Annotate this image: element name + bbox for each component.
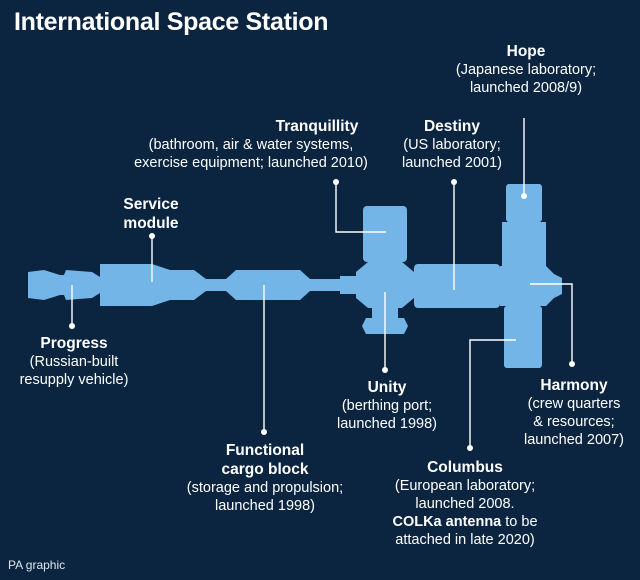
- label-tranquillity: Tranquillity (bathroom, air & water syst…: [134, 117, 368, 172]
- hope-lower-shape: [502, 222, 546, 266]
- label-unity: Unity (berthing port; launched 1998): [337, 378, 437, 433]
- progress-desc-1: (Russian-built: [29, 354, 119, 370]
- columbus-desc-2: launched 2008.: [415, 496, 515, 512]
- harmony-desc-1: (crew quarters: [527, 396, 621, 412]
- columbus-name: Columbus: [427, 459, 503, 476]
- harmony-node-shape: [500, 266, 562, 306]
- label-destiny: Destiny (US laboratory; launched 2001): [402, 117, 502, 172]
- harmony-desc-2: & resources;: [533, 414, 615, 430]
- credit: PA graphic: [8, 558, 66, 572]
- destiny-desc-2: launched 2001): [402, 155, 502, 171]
- columbus-note-bold: COLKa antenna: [392, 514, 502, 530]
- harmony-desc-3: launched 2007): [524, 432, 624, 448]
- hope-name: Hope: [506, 43, 546, 60]
- columbus-note: COLKa antenna to be: [392, 513, 537, 531]
- progress-name: Progress: [40, 335, 108, 352]
- hope-desc-2: launched 2008/9): [469, 80, 583, 96]
- label-progress: Progress (Russian-built resupply vehicle…: [20, 334, 129, 389]
- functional-cargo-block-shape: [206, 270, 340, 300]
- page-title: International Space Station: [14, 8, 329, 36]
- label-columbus: Columbus (European laboratory; launched …: [392, 458, 537, 549]
- label-hope: Hope (Japanese laboratory; launched 2008…: [456, 42, 596, 97]
- columbus-module-shape: [504, 306, 542, 368]
- leader-dots: [69, 179, 575, 451]
- columbus-desc-1: (European laboratory;: [394, 478, 536, 494]
- functional-desc-2: launched 1998): [215, 498, 315, 514]
- hope-desc-1: (Japanese laboratory;: [455, 62, 597, 78]
- label-harmony: Harmony (crew quarters & resources; laun…: [524, 376, 624, 449]
- functional-name-1: Functional: [225, 442, 305, 459]
- tranquillity-name: Tranquillity: [275, 118, 359, 135]
- label-functional-cargo-block: Functional cargo block (storage and prop…: [187, 441, 343, 515]
- station-modules: [28, 184, 562, 368]
- functional-name-2: cargo block: [221, 461, 309, 478]
- tranquillity-desc-1: (bathroom, air & water systems,: [148, 137, 354, 153]
- hope-module-shape: [506, 184, 542, 222]
- service-name-2: module: [123, 215, 179, 232]
- unity-desc-1: (berthing port;: [341, 398, 433, 414]
- destiny-desc-1: (US laboratory;: [403, 137, 501, 153]
- unity-name: Unity: [367, 379, 407, 396]
- tranquillity-desc-2: exercise equipment; launched 2010): [134, 155, 368, 171]
- functional-desc-1: (storage and propulsion;: [186, 480, 344, 496]
- columbus-note-last: attached in late 2020): [395, 532, 535, 548]
- leader-lines: [71, 118, 573, 448]
- service-name-1: Service: [123, 196, 179, 213]
- columbus-note-rest: to be: [501, 514, 538, 530]
- unity-desc-2: launched 1998): [337, 416, 437, 432]
- destiny-module-shape: [414, 264, 500, 308]
- progress-module-shape: [28, 270, 100, 300]
- label-service-module: Service module: [123, 195, 178, 233]
- unity-node-shape: [356, 262, 414, 308]
- harmony-name: Harmony: [540, 377, 608, 394]
- tranquillity-module-shape: [363, 206, 407, 262]
- destiny-name: Destiny: [423, 118, 480, 135]
- service-module-shape: [100, 264, 206, 306]
- progress-desc-2: resupply vehicle): [19, 372, 129, 388]
